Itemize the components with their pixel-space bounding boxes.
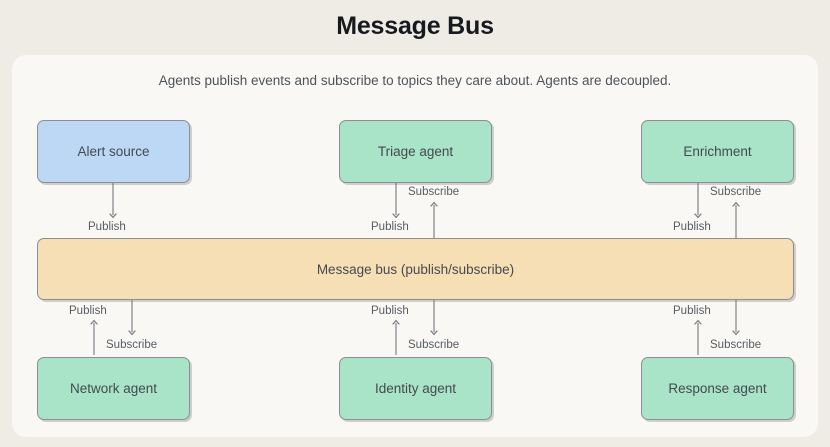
- edge-label-publish-enrichment: Publish: [673, 221, 711, 233]
- node-network-agent[interactable]: Network agent: [37, 357, 190, 420]
- edge-label-publish-network: Publish: [69, 305, 107, 317]
- page-title: Message Bus: [336, 12, 494, 40]
- node-label: Network agent: [69, 381, 158, 396]
- node-triage-agent[interactable]: Triage agent: [339, 120, 492, 183]
- node-response-agent[interactable]: Response agent: [641, 357, 794, 420]
- message-bus-label: Message bus (publish/subscribe): [316, 261, 515, 277]
- edge-label-subscribe-enrichment: Subscribe: [710, 186, 762, 198]
- diagram-subtitle: Agents publish events and subscribe to t…: [158, 73, 672, 88]
- edge-label-publish-response: Publish: [673, 305, 711, 317]
- edge-label-subscribe-triage: Subscribe: [408, 186, 460, 198]
- node-label: Response agent: [668, 381, 767, 396]
- node-label: Triage agent: [377, 144, 454, 159]
- edge-label-subscribe-response: Subscribe: [710, 339, 762, 351]
- node-label: Enrichment: [683, 144, 752, 159]
- edge-label-publish-alert-source: Publish: [88, 221, 126, 233]
- edge-label-publish-triage: Publish: [371, 221, 409, 233]
- node-enrichment[interactable]: Enrichment: [641, 120, 794, 183]
- node-alert-source[interactable]: Alert source: [37, 120, 190, 183]
- node-label: Identity agent: [374, 381, 457, 396]
- edge-label-subscribe-network: Subscribe: [106, 339, 158, 351]
- edge-label-publish-identity: Publish: [371, 305, 409, 317]
- diagram-card: Agents publish events and subscribe to t…: [12, 55, 818, 437]
- node-label: Alert source: [77, 144, 150, 159]
- message-bus[interactable]: Message bus (publish/subscribe): [37, 238, 794, 300]
- node-identity-agent[interactable]: Identity agent: [339, 357, 492, 420]
- edge-label-subscribe-identity: Subscribe: [408, 339, 460, 351]
